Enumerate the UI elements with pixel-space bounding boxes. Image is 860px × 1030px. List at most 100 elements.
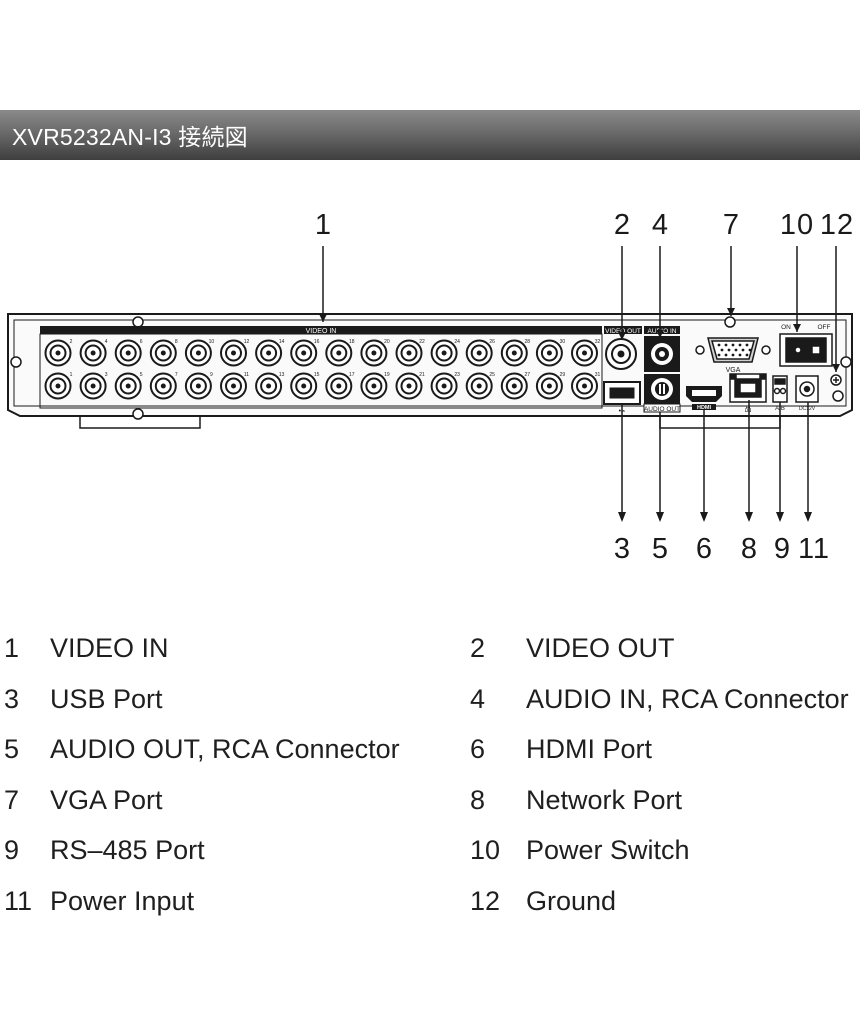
vga-pin (745, 343, 749, 347)
bnc-channel-number: 22 (419, 339, 425, 345)
bnc-channel-number: 29 (560, 372, 566, 378)
on-label: ON (781, 324, 791, 331)
legend-label: Power Switch (526, 835, 690, 865)
legend-label: Power Input (50, 885, 195, 916)
vga-pin (717, 353, 721, 357)
legend-label: VIDEO IN (50, 633, 169, 663)
video-out-strip (604, 326, 642, 334)
legend-number: 1 (4, 633, 20, 663)
bnc-connector-pin (195, 350, 201, 356)
callout-arrowhead (804, 512, 812, 522)
bnc-connector-pin (266, 350, 272, 356)
bnc-connector-pin (371, 350, 377, 356)
callout-number: 3 (614, 533, 630, 565)
vga-pin (731, 353, 735, 357)
rs485-port (772, 375, 788, 403)
bnc-connector-pin (125, 383, 131, 389)
audio-out-strip (643, 403, 681, 413)
power-input (795, 375, 819, 403)
bnc-channel-number: 17 (349, 372, 355, 378)
bnc-channel-number: 8 (175, 339, 178, 345)
bnc-channel-number: 19 (384, 372, 390, 378)
legend-number: 4 (470, 683, 486, 714)
callout-arrowhead (319, 314, 327, 322)
legend-label: AUDIO IN, RCA Connector (526, 683, 849, 714)
callout-arrowhead (745, 512, 753, 522)
legend-number: 9 (4, 835, 20, 865)
bnc-connector-pin (266, 383, 272, 389)
bnc-connector-pin (582, 383, 587, 389)
bnc-channel-number: 14 (279, 339, 285, 345)
callout-number: 8 (741, 533, 757, 565)
bnc-connector-pin (546, 350, 552, 356)
off-label: OFF (818, 324, 831, 331)
network-port: 品 (729, 373, 767, 413)
bnc-connector-pin (511, 383, 517, 389)
video-in-frame (39, 333, 603, 409)
bnc-connector-pin (90, 350, 96, 356)
legend-label: USB Port (50, 683, 163, 714)
bnc-connector-pin (55, 350, 61, 356)
bnc-connector-pin (231, 383, 236, 389)
power-switch (779, 333, 833, 367)
page-title: XVR5232AN-I3 接続図 (12, 124, 248, 150)
bnc-channel-number: 28 (525, 339, 531, 345)
video-in-strip (40, 326, 602, 334)
legend-number: 11 (4, 885, 33, 916)
title-bar: XVR5232AN-I3 接続図 (0, 110, 860, 160)
ground-terminal (830, 374, 842, 386)
video-out-bnc (605, 338, 637, 370)
bnc-connector-pin (195, 383, 201, 389)
bnc-channel-number: 7 (175, 372, 178, 378)
bnc-channel-number: 12 (244, 339, 250, 345)
vga-pin (734, 348, 738, 352)
vga-pin (748, 348, 752, 352)
bnc-connector-pin (406, 350, 412, 356)
legend-label: HDMI Port (526, 734, 653, 764)
vga-port (695, 337, 771, 363)
bnc-connector-pin (125, 350, 131, 356)
bnc-connector-pin (476, 350, 482, 356)
callout-arrowhead (618, 332, 626, 340)
bnc-channel-number: 2 (70, 339, 73, 345)
bnc-connector-pin (406, 383, 412, 389)
legend-number: 12 (470, 885, 501, 916)
video-in-label: VIDEO IN (306, 328, 337, 335)
callout-number: 10 (780, 209, 814, 241)
bnc-channel-number: 21 (419, 372, 425, 378)
legend-label: RS–485 Port (50, 835, 205, 865)
bnc-connector-pin (582, 350, 587, 356)
bnc-connector-pin (546, 383, 552, 389)
bnc-channel-number: 16 (314, 339, 320, 345)
callout-number: 11 (798, 533, 830, 565)
bnc-connector-pin (160, 350, 166, 356)
bnc-connector-pin (90, 383, 96, 389)
vga-pin (717, 343, 721, 347)
callout-number: 6 (696, 533, 712, 565)
callout-arrowhead (776, 512, 784, 522)
svg-text:品: 品 (745, 405, 752, 413)
bnc-channel-number: 31 (595, 372, 601, 378)
legend-label: AUDIO OUT, RCA Connector (50, 734, 400, 764)
bnc-connector-pin (231, 350, 236, 356)
bnc-channel-number: 9 (210, 372, 213, 378)
callout-arrowhead (793, 324, 801, 332)
bnc-channel-number: 32 (595, 339, 601, 345)
vga-pin (741, 348, 745, 352)
legend-number: 6 (470, 734, 486, 764)
bnc-connector-pin (55, 383, 61, 389)
vga-pins (717, 343, 752, 357)
callout-number: 7 (723, 209, 739, 241)
vga-pin (724, 343, 728, 347)
bnc-channel-number: 27 (525, 372, 531, 378)
legend-label: Network Port (526, 784, 683, 815)
vga-pin (745, 353, 749, 357)
bnc-channel-number: 5 (140, 372, 143, 378)
bnc-connector-pin (511, 350, 517, 356)
audio-out-label: AUDIO OUT (644, 406, 680, 413)
hdmi-port (686, 386, 722, 410)
